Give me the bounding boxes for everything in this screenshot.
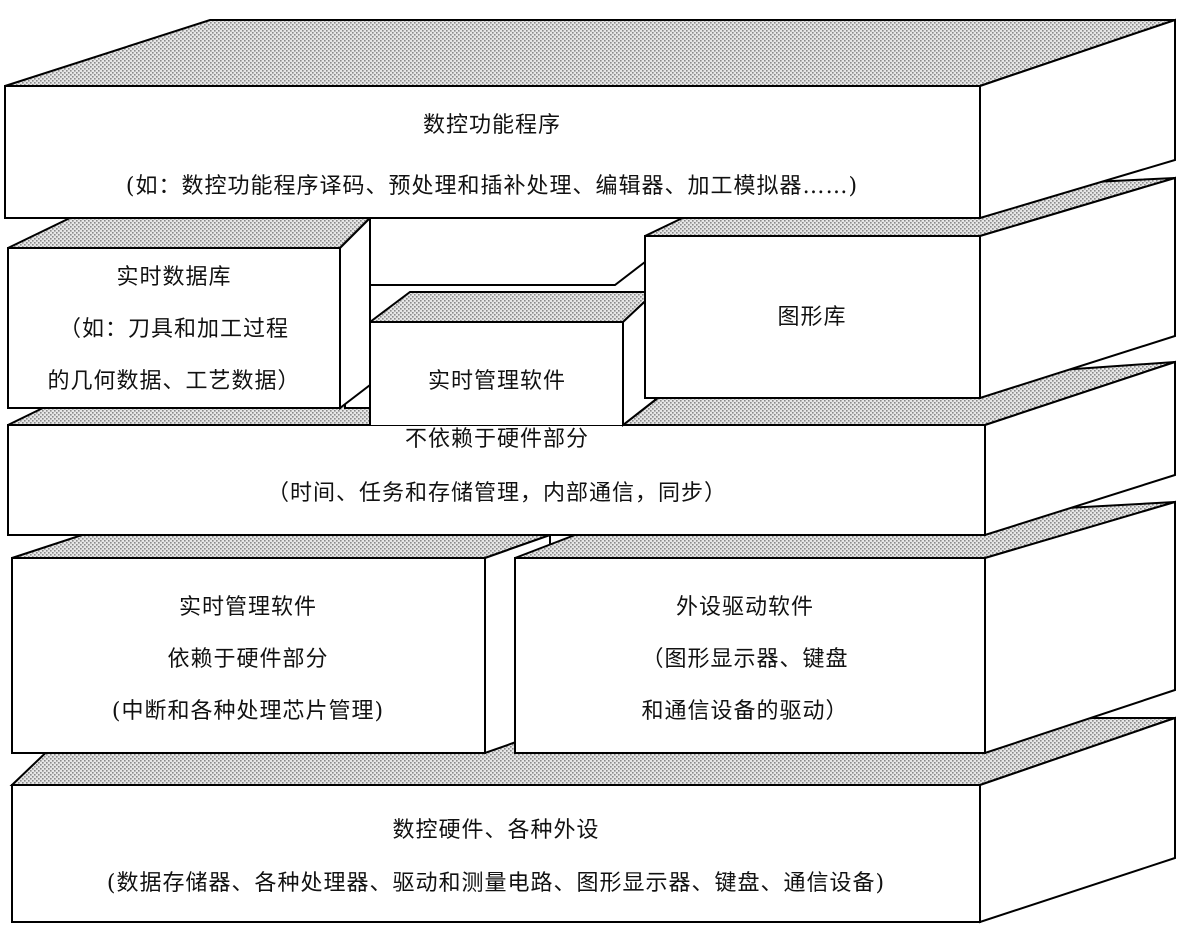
rt-dependent-subtitle: 依赖于硬件部分: [167, 647, 328, 672]
layer-realtime-db: 实时数据库 （如：刀具和加工过程 的几何数据、工艺数据）: [7, 215, 373, 411]
peripheral-drivers-title: 外设驱动软件: [676, 595, 814, 620]
layer-nc-functions-front-face: [4, 85, 981, 219]
layer-rt-independent-front-face: [7, 424, 986, 536]
layer-graphics-lib: 图形库: [644, 176, 1176, 400]
top-layer-connector: [369, 218, 646, 286]
layer-nc-functions-top-face: [4, 19, 1176, 87]
nc-functions-detail: (如：数控功能程序译码、预处理和插补处理、编辑器、加工模拟器……): [126, 174, 858, 199]
hardware-detail: (数据存储器、各种处理器、驱动和测量电路、图形显示器、键盘、通信设备): [107, 871, 885, 896]
raised-block-top-face: [367, 291, 658, 323]
nc-functions-title: 数控功能程序: [423, 113, 561, 138]
realtime-db-detail-line2: 的几何数据、工艺数据）: [47, 369, 300, 394]
layer-realtime-db-side-face: [339, 215, 371, 411]
rt-independent-subtitle: 不依赖于硬件部分: [405, 427, 589, 452]
peripheral-drivers-detail-line1: （图形显示器、键盘: [641, 647, 848, 672]
raised-block-front-face: [370, 322, 623, 425]
realtime-db-detail-line1: （如：刀具和加工过程: [59, 317, 289, 342]
layer-hardware-front-face: [11, 784, 981, 923]
layer-peripheral-drivers-front-face: [514, 557, 986, 754]
rt-independent-detail: （时间、任务和存储管理，内部通信，同步）: [267, 481, 727, 506]
hardware-title: 数控硬件、各种外设: [392, 818, 599, 843]
raised-block-rt-independent: [367, 289, 658, 428]
rt-dependent-detail: (中断和各种处理芯片管理): [112, 699, 384, 724]
rt-independent-title: 实时管理软件: [428, 369, 566, 394]
rt-dependent-title: 实时管理软件: [179, 595, 317, 620]
realtime-db-title: 实时数据库: [116, 265, 231, 290]
layer-rt-dependent-top-face: [11, 534, 551, 559]
layer-rt-dependent: 实时管理软件 依赖于硬件部分 (中断和各种处理芯片管理): [11, 533, 551, 755]
layer-rt-dependent-front-face: [11, 557, 486, 754]
layer-nc-functions: 数控功能程序 (如：数控功能程序译码、预处理和插补处理、编辑器、加工模拟器……): [4, 18, 1176, 220]
layer-realtime-db-front-face: [7, 247, 341, 409]
layer-realtime-db-top-face: [7, 217, 373, 249]
graphics-lib-title: 图形库: [777, 305, 846, 330]
layer-peripheral-drivers: 外设驱动软件 （图形显示器、键盘 和通信设备的驱动）: [514, 500, 1176, 755]
layer-graphics-lib-front-face: [644, 235, 981, 399]
peripheral-drivers-detail-line2: 和通信设备的驱动）: [641, 699, 848, 724]
